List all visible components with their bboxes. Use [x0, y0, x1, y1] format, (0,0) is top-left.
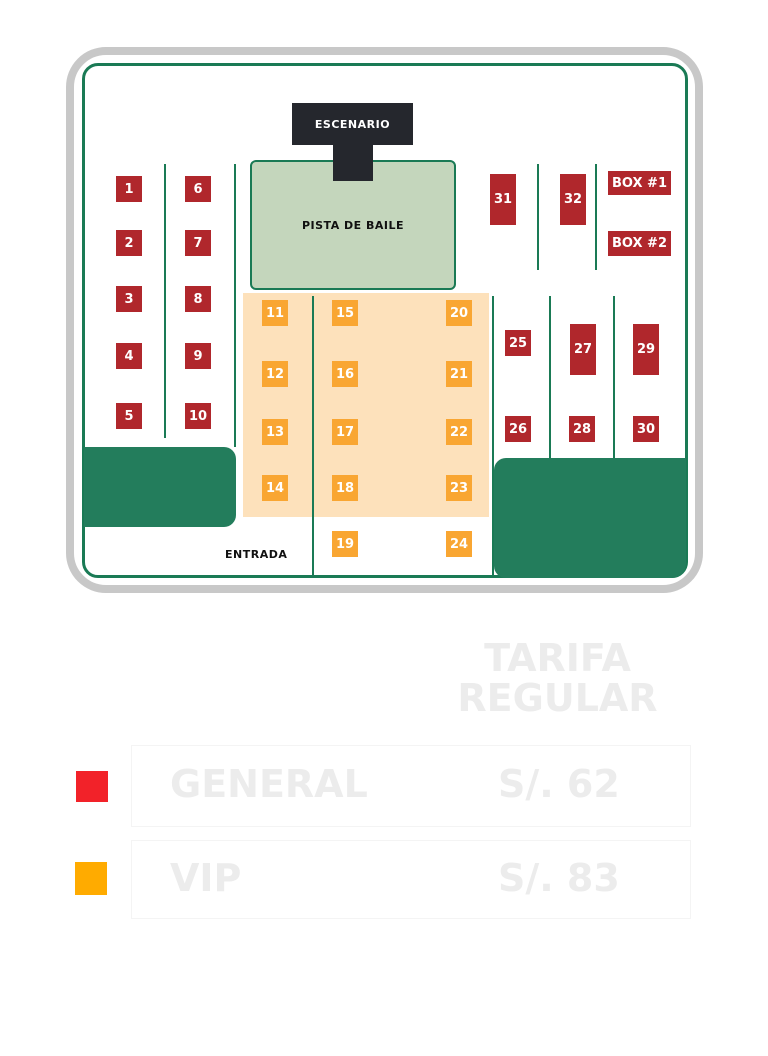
stage: ESCENARIO — [292, 103, 413, 145]
seat-27[interactable]: 27 — [570, 324, 596, 375]
divider — [234, 164, 236, 447]
seat-10[interactable]: 10 — [185, 403, 211, 429]
stage-label: ESCENARIO — [314, 117, 391, 131]
seat-19[interactable]: 19 — [332, 531, 358, 557]
price-header: TARIFA REGULAR — [440, 638, 675, 718]
stage-runway — [333, 144, 373, 181]
seat-4[interactable]: 4 — [116, 343, 142, 369]
seat-20[interactable]: 20 — [446, 300, 472, 326]
seat-16[interactable]: 16 — [332, 361, 358, 387]
divider — [492, 296, 494, 576]
seat-6[interactable]: 6 — [185, 176, 211, 202]
zone-general: GENERAL — [170, 762, 368, 806]
legend-row-vip — [131, 840, 691, 919]
seat-3[interactable]: 3 — [116, 286, 142, 312]
seat-18[interactable]: 18 — [332, 475, 358, 501]
seat-32[interactable]: 32 — [560, 174, 586, 225]
entrance-label: ENTRADA — [225, 548, 288, 561]
divider — [595, 164, 597, 270]
divider — [613, 296, 615, 458]
green-block-right — [494, 458, 686, 578]
box-2[interactable]: BOX #2 — [608, 231, 671, 256]
seat-15[interactable]: 15 — [332, 300, 358, 326]
box-1[interactable]: BOX #1 — [608, 171, 671, 195]
legend-row-general — [131, 745, 691, 827]
seat-13[interactable]: 13 — [262, 419, 288, 445]
price-header-line2: REGULAR — [457, 676, 658, 720]
seat-1[interactable]: 1 — [116, 176, 142, 202]
seat-31[interactable]: 31 — [490, 174, 516, 225]
vip-color-swatch — [75, 862, 107, 895]
green-block-left — [84, 447, 236, 527]
seat-11[interactable]: 11 — [262, 300, 288, 326]
seat-14[interactable]: 14 — [262, 475, 288, 501]
venue-floor — [82, 63, 688, 578]
seat-17[interactable]: 17 — [332, 419, 358, 445]
general-color-swatch — [76, 771, 108, 802]
divider — [312, 296, 314, 576]
seat-7[interactable]: 7 — [185, 230, 211, 256]
seat-28[interactable]: 28 — [569, 416, 595, 442]
seat-9[interactable]: 9 — [185, 343, 211, 369]
seat-23[interactable]: 23 — [446, 475, 472, 501]
seat-2[interactable]: 2 — [116, 230, 142, 256]
dance-floor-label: PISTA DE BAILE — [301, 218, 405, 232]
divider — [549, 296, 551, 458]
venue-outer-frame — [66, 47, 703, 593]
seat-30[interactable]: 30 — [633, 416, 659, 442]
seat-8[interactable]: 8 — [185, 286, 211, 312]
divider — [164, 164, 166, 438]
price-header-line1: TARIFA — [484, 636, 631, 680]
price-general: S/. 62 — [498, 762, 620, 806]
divider — [537, 164, 539, 270]
seat-21[interactable]: 21 — [446, 361, 472, 387]
zone-vip: VIP — [170, 856, 242, 900]
price-vip: S/. 83 — [498, 856, 620, 900]
seat-5[interactable]: 5 — [116, 403, 142, 429]
dance-floor: PISTA DE BAILE — [250, 160, 456, 290]
seat-24[interactable]: 24 — [446, 531, 472, 557]
seat-22[interactable]: 22 — [446, 419, 472, 445]
seat-25[interactable]: 25 — [505, 330, 531, 356]
seat-29[interactable]: 29 — [633, 324, 659, 375]
seat-12[interactable]: 12 — [262, 361, 288, 387]
seat-26[interactable]: 26 — [505, 416, 531, 442]
